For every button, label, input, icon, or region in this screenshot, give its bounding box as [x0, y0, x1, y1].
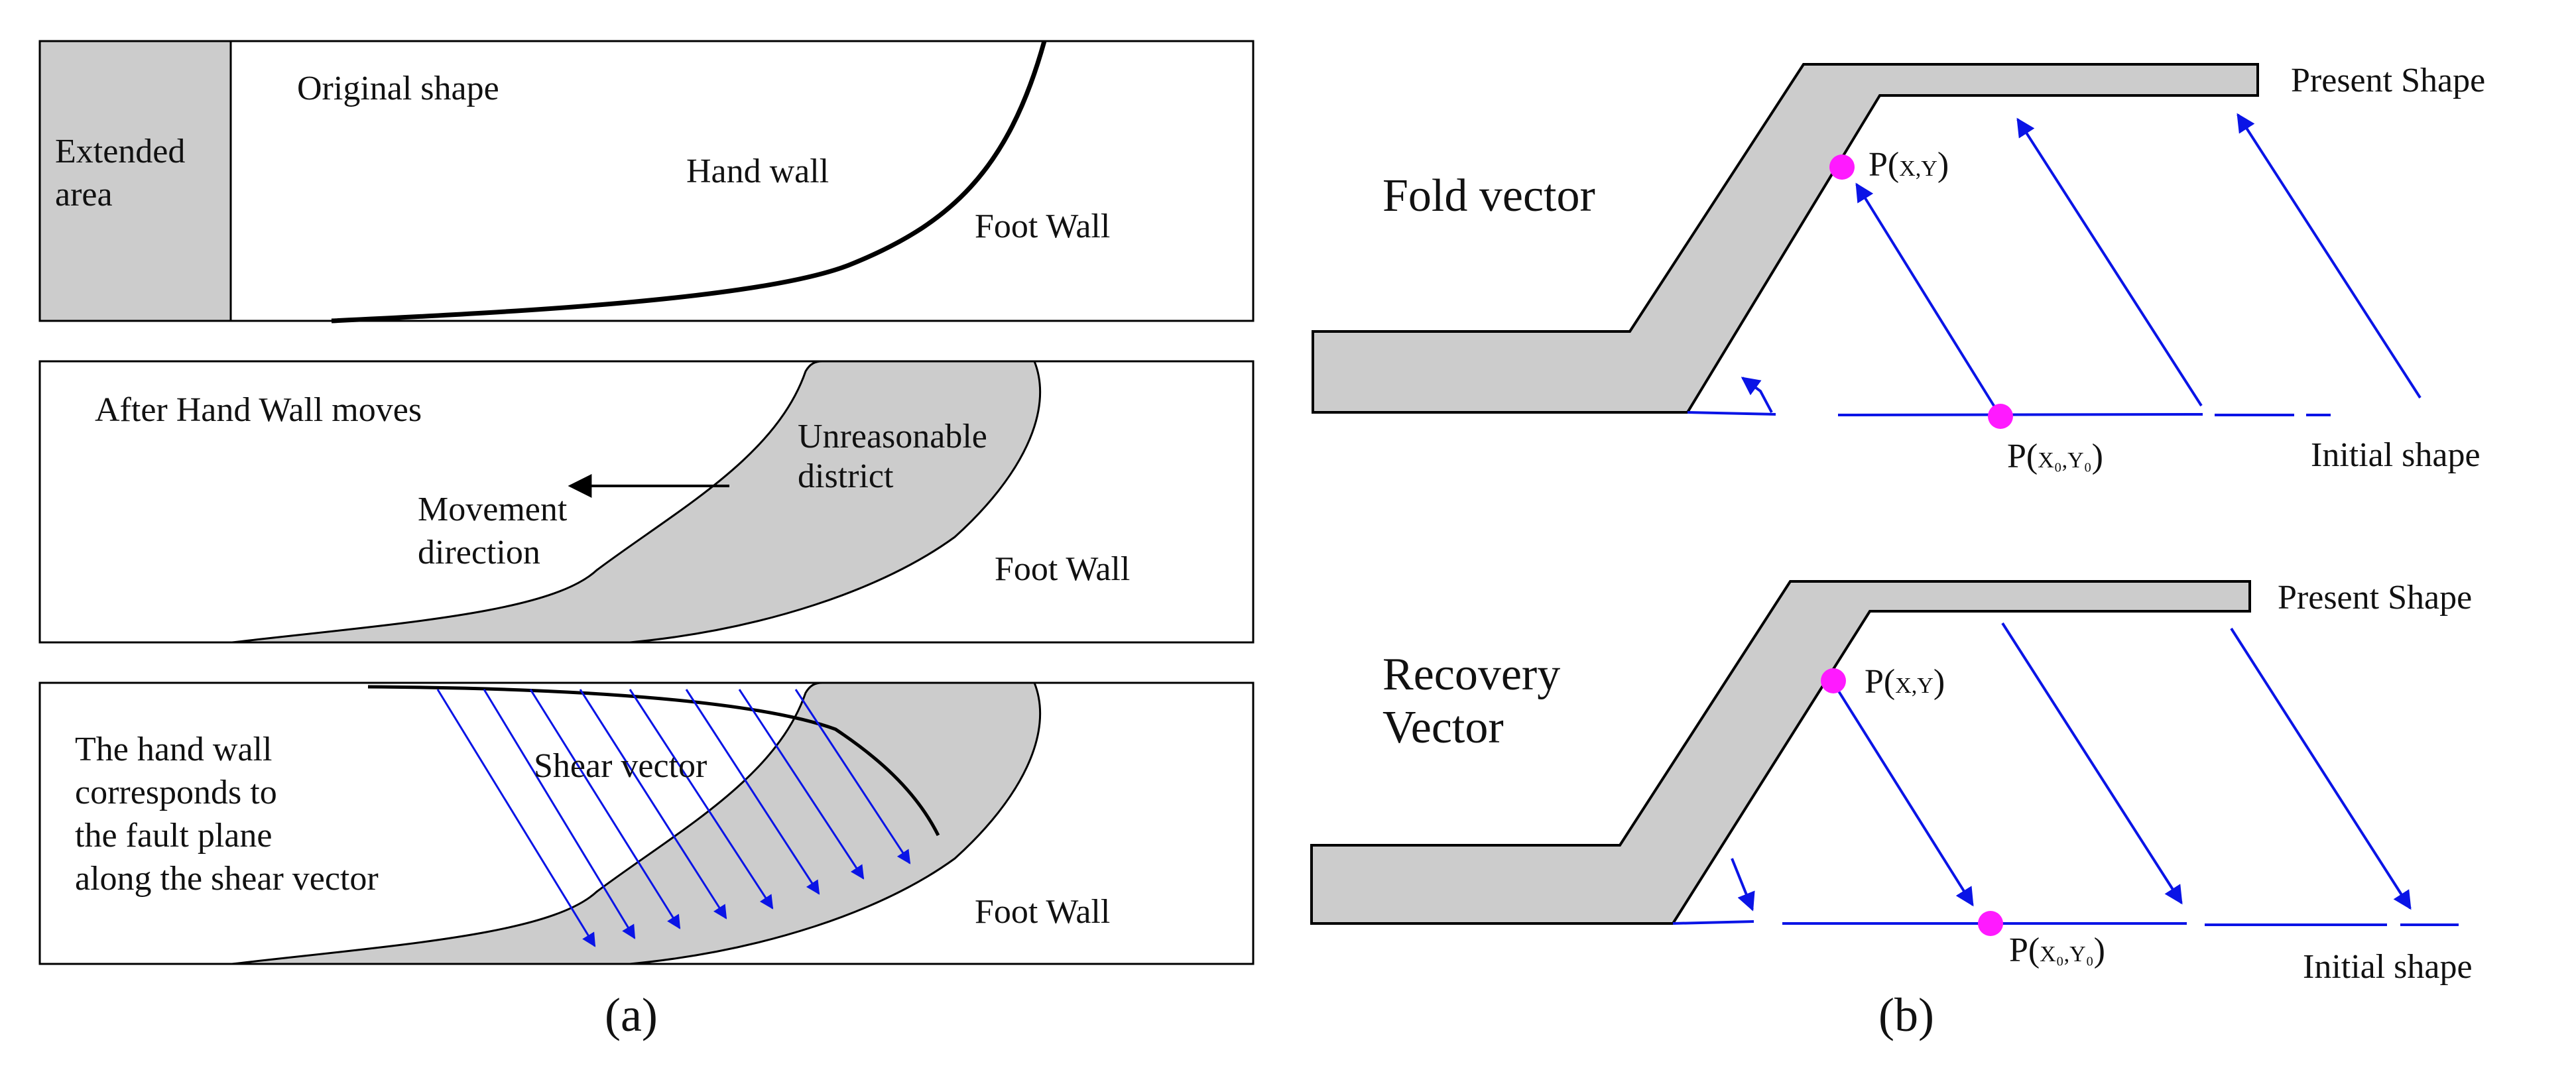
- shear-vector-arrow: [794, 689, 911, 864]
- box-frame: [38, 360, 1255, 644]
- initial-shape-segment: [1672, 920, 1754, 925]
- point-p-x0y0: [1988, 404, 2013, 429]
- extended-area-label-2: area: [55, 176, 113, 213]
- recovery-title-line-1: Recovery: [1382, 649, 1560, 700]
- fold-vectors: [1741, 113, 2422, 418]
- unreasonable-district: [231, 360, 1042, 644]
- shear-vector-arrow: [685, 689, 820, 895]
- box-frame: [38, 40, 1255, 322]
- note-line-2: corresponds to: [75, 774, 277, 811]
- point-p-xy-label: P(X,Y): [1869, 146, 1949, 184]
- after-move-title: After Hand Wall moves: [95, 391, 422, 429]
- shear-vector-arrow: [579, 689, 727, 919]
- shear-vector-arrow: [629, 689, 774, 910]
- point-p-xy: [1821, 668, 1846, 693]
- initial-shape-label-top: Initial shape: [2311, 436, 2481, 474]
- movement-label-2: direction: [418, 534, 540, 571]
- recovery-vector-arrow: [1832, 681, 1974, 907]
- point-p-xy: [1829, 154, 1855, 180]
- unreasonable-label-1: Unreasonable: [798, 418, 987, 455]
- fold-vector-arrow: [2016, 117, 2203, 407]
- shear-vector-label: Shear vector: [534, 747, 707, 785]
- panel-b-fold: Fold vector Present Shape Initial shape …: [1312, 62, 2485, 475]
- recovery-vectors: [1731, 622, 2412, 912]
- shear-vectors: [436, 689, 911, 947]
- panel-b-recovery: Recovery Vector Present Shape Initial sh…: [1310, 579, 2473, 986]
- panel-a-box-original: Extended area Original shape Hand wall F…: [38, 40, 1255, 324]
- foot-wall-label-3: Foot Wall: [975, 893, 1110, 931]
- recovery-title-line-2: Vector: [1382, 702, 1504, 753]
- box-frame: [38, 681, 1255, 965]
- fold-vector-arrow: [1855, 182, 2002, 418]
- foot-wall-label-1: Foot Wall: [975, 207, 1110, 245]
- movement-label-1: Movement: [418, 491, 568, 528]
- recovery-vector-arrow: [1731, 858, 1755, 912]
- hand-wall-shape: [231, 681, 1042, 965]
- extended-area-block: [40, 41, 231, 321]
- present-shape-layer: [1312, 63, 2259, 414]
- extended-area-label-1: Extended: [55, 133, 185, 170]
- initial-shape-line: [1687, 411, 2331, 416]
- initial-shape-line: [1672, 920, 2459, 926]
- shear-vector-arrow: [436, 689, 596, 947]
- present-shape-label-top: Present Shape: [2291, 62, 2485, 99]
- caption-a: (a): [605, 988, 658, 1041]
- point-p-x0y0-label: P(X₀,Y₀): [2009, 931, 2105, 969]
- fault-plane-curve: [331, 40, 1047, 324]
- note-line-1: The hand wall: [75, 731, 272, 768]
- note-line-4: along the shear vector: [75, 860, 379, 898]
- present-shape-label-bottom: Present Shape: [2278, 579, 2472, 617]
- fold-vector-title: Fold vector: [1382, 170, 1595, 221]
- fold-vector-arrow: [1741, 377, 1773, 413]
- fold-vector-arrow: [2237, 113, 2422, 399]
- note-line-3: the fault plane: [75, 817, 272, 855]
- shear-vector-arrow: [738, 689, 865, 880]
- foot-wall-label-2: Foot Wall: [995, 550, 1130, 588]
- panel-a: Extended area Original shape Hand wall F…: [38, 40, 1255, 1041]
- recovery-vector-arrow: [2001, 622, 2183, 905]
- initial-shape-label-bottom: Initial shape: [2303, 948, 2473, 986]
- caption-b: (b): [1878, 988, 1934, 1041]
- shear-vector-arrow: [529, 689, 681, 929]
- point-p-xy-label: P(X,Y): [1865, 663, 1945, 701]
- shear-vector-arrow: [483, 689, 636, 939]
- recovery-vector-arrow: [2230, 627, 2412, 910]
- present-shape-layer: [1310, 580, 2251, 925]
- shifted-fault-plane: [367, 685, 940, 837]
- panel-a-box-shear: The hand wall corresponds to the fault p…: [38, 681, 1255, 965]
- panel-b: Fold vector Present Shape Initial shape …: [1310, 62, 2485, 1041]
- panel-a-box-moved: After Hand Wall moves Unreasonable distr…: [38, 360, 1255, 644]
- original-shape-label: Original shape: [297, 70, 499, 107]
- unreasonable-label-2: district: [798, 457, 894, 495]
- initial-shape-segment: [1837, 413, 2203, 416]
- hand-wall-label: Hand wall: [686, 152, 829, 190]
- point-p-x0y0-label: P(X₀,Y₀): [2007, 438, 2103, 475]
- point-p-x0y0: [1978, 911, 2003, 936]
- initial-shape-segment: [1687, 411, 1776, 416]
